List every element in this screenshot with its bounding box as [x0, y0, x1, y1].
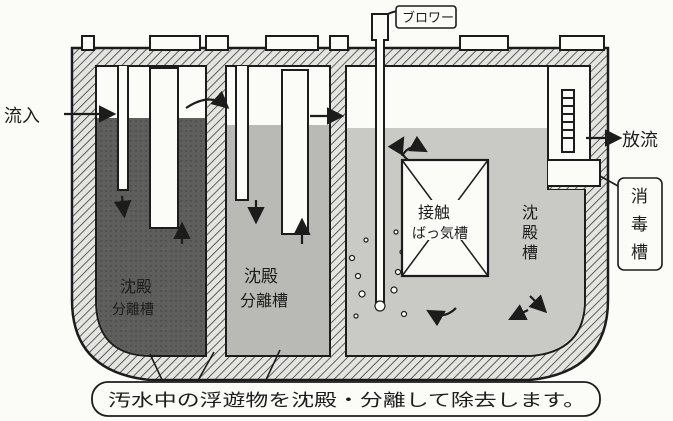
- aeration-label-line1: 接触: [418, 203, 450, 222]
- inflow-label: 流入: [4, 106, 40, 127]
- flow-arrows: [64, 90, 623, 327]
- disinfect-label-box: 消 毒 槽: [599, 175, 663, 271]
- blower-label-box: ブロワー: [395, 5, 457, 29]
- settling-label-line2: 殿: [522, 223, 538, 242]
- air-bubbles: [348, 229, 408, 319]
- blower-label: ブロワー: [402, 10, 454, 26]
- caption-text: 汚水中の浮遊物を沈殿・分離して除去します。: [108, 391, 586, 411]
- disinfection-chamber: [548, 89, 601, 187]
- settling-label-line3: 槽: [522, 243, 538, 262]
- disinfect-label-line2: 毒: [631, 215, 648, 235]
- aeration-media-box: [400, 158, 490, 278]
- disinfect-label-line3: 槽: [631, 243, 648, 263]
- tank1-label-line1: 沈殿: [120, 277, 152, 296]
- disinfect-label-line1: 消: [631, 187, 648, 207]
- caption-bubble: 汚水中の浮遊物を沈殿・分離して除去します。: [91, 349, 601, 417]
- tank2-label-line1: 沈殿: [244, 267, 278, 287]
- baffle-pipes-tank2: [235, 66, 309, 235]
- baffle-pipes-tank1: [117, 66, 179, 229]
- tank1-label-line2: 分離槽: [112, 301, 154, 318]
- tank2-label-line2: 分離槽: [240, 291, 288, 310]
- discharge-label: 放流: [622, 130, 658, 151]
- settling-label-line1: 沈: [522, 203, 538, 222]
- aeration-label-line2: ばっ気槽: [412, 226, 468, 242]
- top-openings: [81, 35, 605, 51]
